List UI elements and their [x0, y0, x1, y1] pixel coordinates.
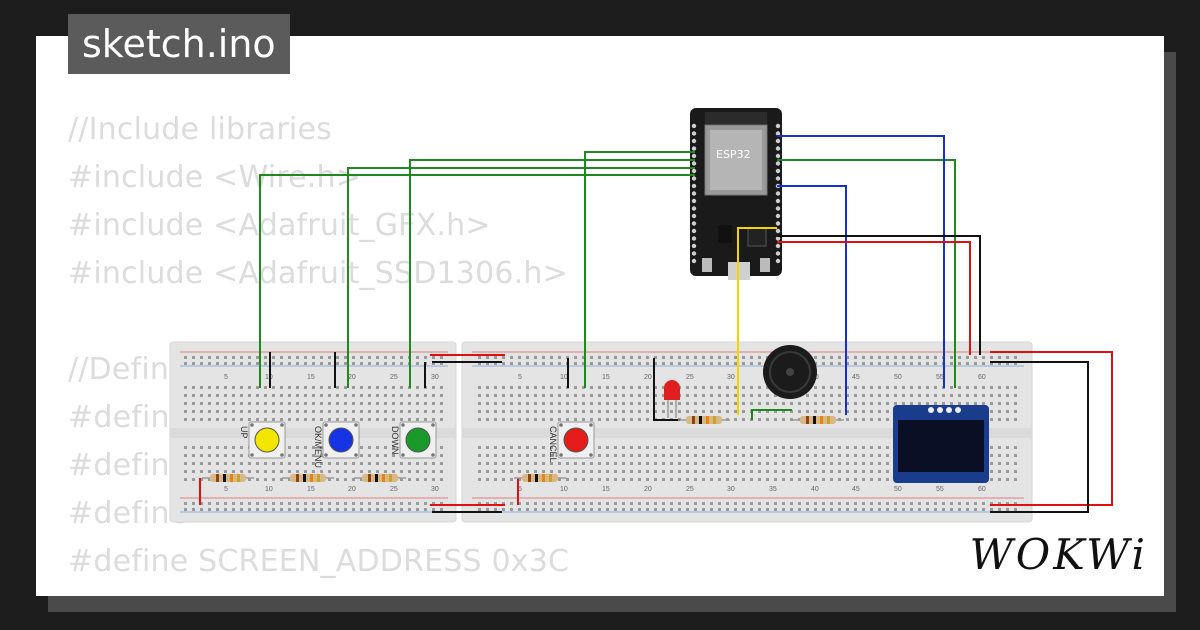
code-line: #define	[68, 496, 189, 531]
breadboard-number: 10	[265, 486, 273, 493]
breadboard-number: 15	[307, 486, 315, 493]
resistor	[354, 474, 406, 482]
breadboard-number: 20	[348, 374, 356, 381]
breadboard-number: 45	[852, 486, 860, 493]
resistor	[514, 474, 566, 482]
red-led	[664, 380, 680, 418]
breadboard-number: 10	[265, 374, 273, 381]
button-label: CANCEL	[548, 426, 558, 463]
breadboard-number: 5	[518, 374, 522, 381]
code-line: #include <Wire.h>	[68, 160, 362, 195]
code-line: #define	[68, 448, 189, 483]
breadboard-right	[461, 341, 1033, 523]
breadboard-number: 10	[560, 374, 568, 381]
code-line: //Define	[68, 352, 188, 387]
breadboard-number: 25	[390, 374, 398, 381]
breadboard-number: 40	[811, 486, 819, 493]
oled-display	[893, 405, 989, 483]
breadboard-number: 55	[936, 486, 944, 493]
breadboard-number: 55	[936, 374, 944, 381]
wokwi-logo: WOKWi	[969, 530, 1148, 579]
wires	[199, 135, 1113, 513]
breadboard-number: 30	[727, 374, 735, 381]
resistor	[282, 474, 334, 482]
breadboard-number: 15	[602, 486, 610, 493]
breadboard-number: 25	[686, 486, 694, 493]
breadboard-number: 60	[978, 486, 986, 493]
breadboard-number: 15	[307, 374, 315, 381]
code-line: #define SCREEN_ADDRESS 0x3C	[68, 544, 570, 579]
breadboard-number: 35	[769, 486, 777, 493]
code-line: //Include libraries	[68, 112, 332, 147]
filename-tab: sketch.ino	[68, 14, 290, 74]
breadboard-number: 5	[224, 486, 228, 493]
code-line: #include <Adafruit_SSD1306.h>	[68, 256, 568, 291]
resistor	[678, 416, 730, 424]
breadboard-number: 20	[644, 486, 652, 493]
breadboard-number: 30	[727, 486, 735, 493]
esp32-board: ESP32	[690, 108, 782, 280]
breadboard-number: 45	[852, 374, 860, 381]
esp32-label: ESP32	[716, 148, 751, 161]
breadboard-number: 50	[894, 486, 902, 493]
breadboard-number: 5	[224, 374, 228, 381]
push-buttons: UP OK/MENU DOWN CANCEL	[239, 421, 595, 468]
breadboard-number: 30	[431, 486, 439, 493]
code-line: //addding some variables	[68, 586, 569, 596]
push-button-ok-menu[interactable]: OK/MENU	[313, 421, 360, 468]
breadboard-number: 10	[560, 486, 568, 493]
breadboard-number: 25	[686, 374, 694, 381]
push-button-cancel[interactable]: CANCEL	[548, 421, 595, 463]
breadboard-number: 25	[390, 486, 398, 493]
button-label: DOWN	[390, 426, 400, 455]
code-line: #define	[68, 400, 189, 435]
resistors	[202, 416, 844, 482]
breadboard-number: 5	[518, 486, 522, 493]
buzzer	[763, 345, 817, 399]
breadboard-number: 20	[644, 374, 652, 381]
resistor	[202, 474, 254, 482]
push-button-up[interactable]: UP	[239, 421, 286, 459]
breadboard-number: 50	[894, 374, 902, 381]
breadboard-number: 15	[602, 374, 610, 381]
resistor	[792, 416, 844, 424]
button-label: UP	[239, 426, 249, 439]
breadboard-number: 30	[431, 374, 439, 381]
push-button-down[interactable]: DOWN	[390, 421, 437, 459]
button-label: OK/MENU	[313, 426, 323, 468]
breadboard-number: 60	[978, 374, 986, 381]
breadboard-number: 20	[348, 486, 356, 493]
